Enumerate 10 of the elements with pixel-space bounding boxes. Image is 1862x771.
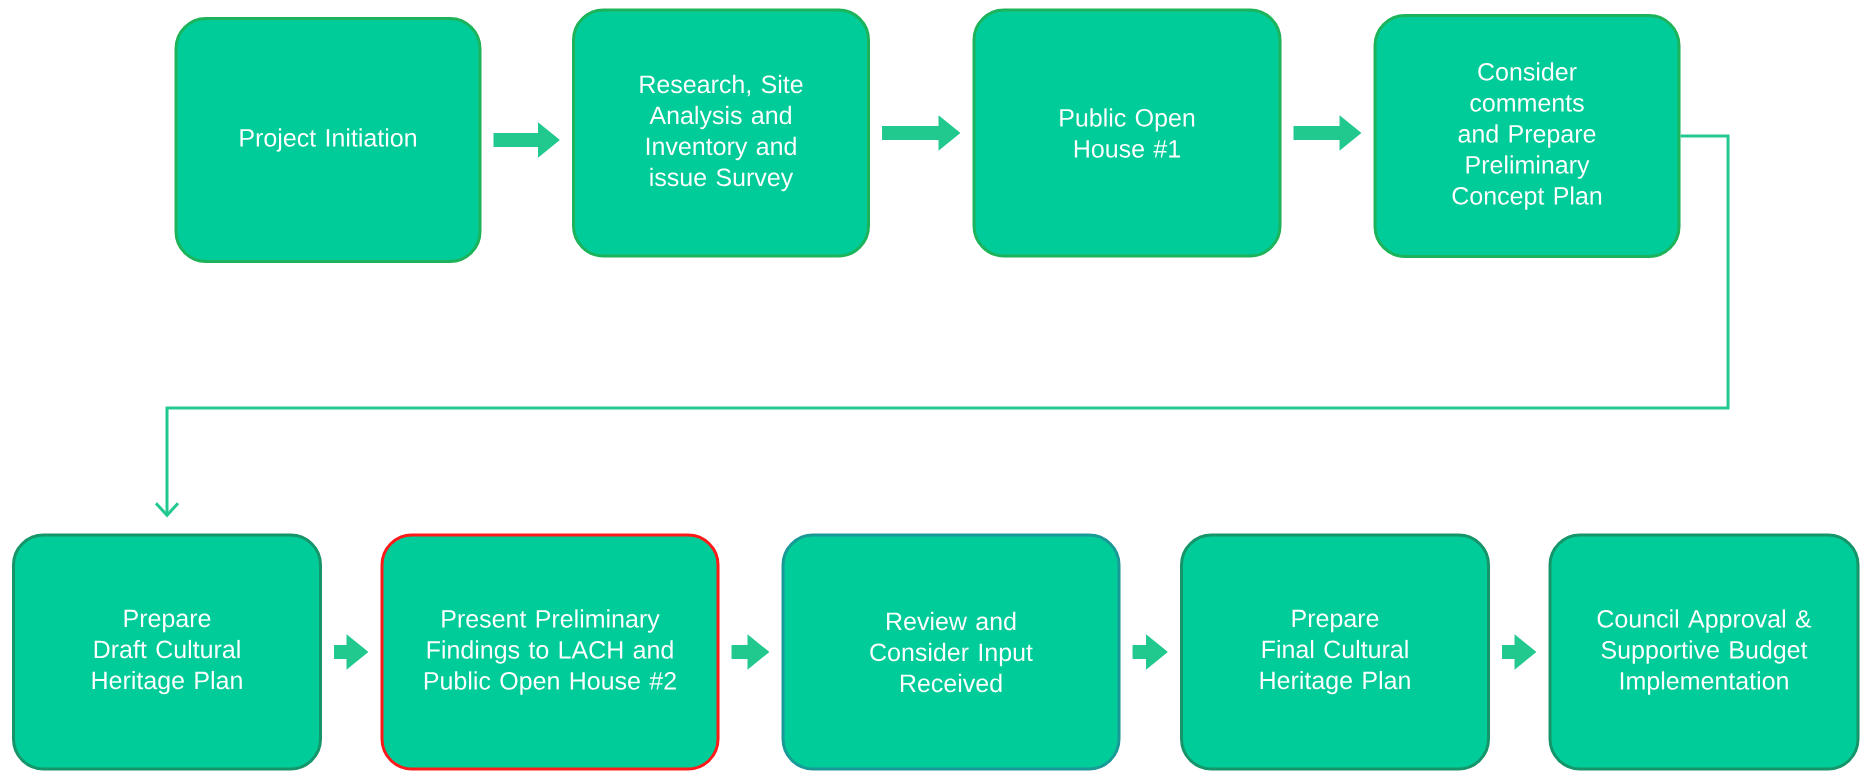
process-box: Consider comments and Prepare Preliminary Concept Plan	[1373, 14, 1681, 258]
process-box: Research, Site Analysis and Inventory and issue Survey	[572, 8, 870, 258]
process-box: Prepare Draft Cultural Heritage Plan	[12, 533, 322, 771]
connector-arrow	[154, 134, 1730, 518]
process-box: Council Approval & Supportive Budget Implementation	[1548, 533, 1860, 771]
process-box: Prepare Final Cultural Heritage Plan	[1180, 533, 1490, 771]
process-box: Public Open House #1	[972, 8, 1282, 258]
process-box: Present Preliminary Findings to LACH and Public Open House #2	[380, 533, 720, 771]
process-box: Project Initiation	[174, 17, 482, 263]
process-box: Review and Consider Input Received	[781, 533, 1121, 771]
